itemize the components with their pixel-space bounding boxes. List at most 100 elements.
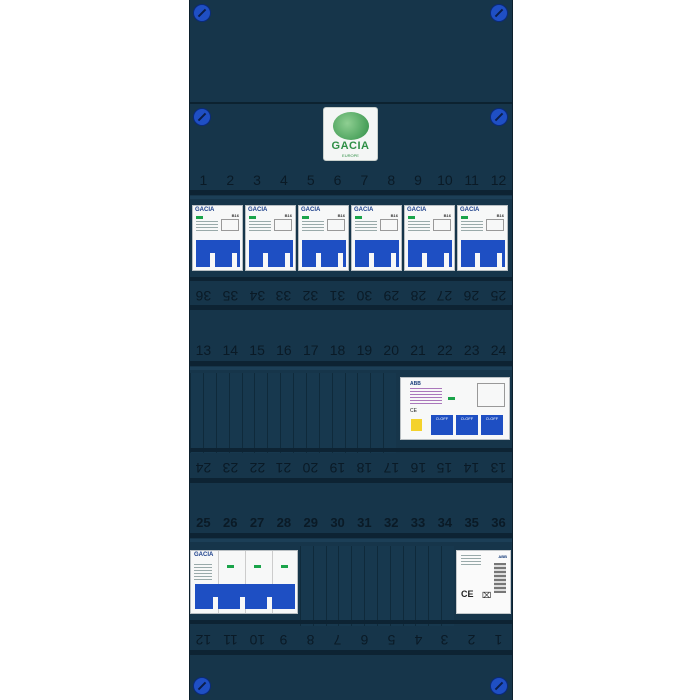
slot-number: 2 bbox=[226, 172, 235, 188]
surge-protector[interactable]: ABB CE ⌧ bbox=[456, 550, 511, 614]
slot-number: 3 bbox=[253, 172, 261, 188]
handle-gap bbox=[497, 253, 502, 267]
slot-number: 15 bbox=[437, 460, 453, 476]
rcd-toggle[interactable]: O-OFF bbox=[431, 415, 453, 435]
handle-gap bbox=[240, 597, 245, 609]
ce-mark: CE bbox=[410, 408, 417, 414]
slot-number: 31 bbox=[329, 288, 346, 304]
status-indicator bbox=[302, 216, 309, 219]
breaker-brand: GACIA bbox=[407, 207, 427, 213]
slot-number: 4 bbox=[280, 172, 288, 188]
rcd-toggle[interactable]: O-OFF bbox=[456, 415, 478, 435]
blank-slots bbox=[300, 546, 454, 626]
slot-number: 7 bbox=[333, 632, 342, 648]
rail-bar bbox=[190, 448, 512, 452]
slot-number: 28 bbox=[410, 288, 426, 304]
slot-number: 9 bbox=[414, 172, 422, 188]
spec-text bbox=[410, 388, 442, 404]
slot-number: 32 bbox=[383, 515, 399, 530]
handle-gap bbox=[232, 253, 237, 267]
breaker-rating: B16 bbox=[337, 213, 345, 218]
status-indicator bbox=[448, 397, 455, 400]
circuit-breaker[interactable]: GACIA B16 bbox=[351, 205, 402, 271]
slot-number: 11 bbox=[464, 172, 479, 188]
terminal-block bbox=[494, 563, 506, 593]
row1-top-numbers: 1 2 3 4 5 6 7 8 9 10 11 12 bbox=[190, 172, 512, 188]
slot-number: 11 bbox=[222, 632, 238, 648]
slot-number: 30 bbox=[330, 515, 345, 530]
slot-number: 17 bbox=[302, 342, 319, 358]
slot-number: 29 bbox=[383, 288, 399, 304]
rail-bar bbox=[190, 277, 512, 281]
rail-bar bbox=[190, 196, 512, 199]
test-button[interactable] bbox=[411, 419, 422, 431]
screw-icon bbox=[490, 108, 508, 126]
residual-current-breaker[interactable]: GACIA bbox=[190, 550, 298, 614]
spec-text bbox=[408, 221, 430, 231]
spec-text bbox=[461, 221, 483, 231]
breaker-rating: B16 bbox=[496, 213, 504, 218]
row3-bottom-numbers: 12 11 10 9 8 7 6 5 4 3 2 1 bbox=[190, 632, 512, 648]
circuit-breaker[interactable]: GACIA B16 bbox=[404, 205, 455, 271]
wiring-diagram-icon bbox=[477, 383, 505, 407]
slot-number: 36 bbox=[195, 288, 212, 304]
slot-number: 21 bbox=[276, 460, 292, 476]
module-divider bbox=[245, 551, 246, 613]
slot-number: 28 bbox=[276, 515, 292, 530]
rcd-brand: ABB bbox=[410, 381, 421, 387]
status-indicator bbox=[196, 216, 203, 219]
toggle-base[interactable] bbox=[195, 584, 295, 609]
slot-number: 2 bbox=[467, 632, 476, 648]
slot-number: 8 bbox=[306, 632, 315, 648]
rail-bar bbox=[190, 190, 512, 195]
handle-gap bbox=[267, 597, 272, 609]
slot-number: 13 bbox=[490, 460, 507, 476]
slot-number: 19 bbox=[329, 460, 346, 476]
circuit-breaker[interactable]: GACIA B16 bbox=[245, 205, 296, 271]
weee-bin-icon: ⌧ bbox=[482, 591, 492, 600]
rail-bar bbox=[190, 533, 512, 538]
slot-number: 33 bbox=[410, 515, 426, 530]
slot-number: 15 bbox=[249, 342, 265, 358]
breaker-rating: B16 bbox=[443, 213, 451, 218]
globe-icon bbox=[333, 112, 369, 140]
slot-number: 25 bbox=[490, 288, 507, 304]
slot-number: 12 bbox=[195, 632, 212, 648]
status-indicator bbox=[249, 216, 256, 219]
screw-icon bbox=[193, 4, 211, 22]
slot-number: 18 bbox=[356, 460, 373, 476]
status-indicator bbox=[355, 216, 362, 219]
slot-number: 29 bbox=[303, 515, 318, 530]
slot-number: 14 bbox=[463, 460, 480, 476]
slot-number: 27 bbox=[249, 515, 265, 530]
breaker-brand: GACIA bbox=[301, 207, 321, 213]
circuit-breaker[interactable]: GACIA B16 bbox=[192, 205, 243, 271]
handle-gap bbox=[369, 253, 374, 267]
wiring-diagram-icon bbox=[380, 219, 398, 231]
slot-number: 23 bbox=[222, 460, 239, 476]
slot-number: 27 bbox=[437, 288, 453, 304]
slot-number: 34 bbox=[249, 288, 265, 304]
circuit-breaker[interactable]: GACIA B16 bbox=[298, 205, 349, 271]
breaker-rating: B16 bbox=[390, 213, 398, 218]
status-indicator bbox=[461, 216, 468, 219]
circuit-breaker[interactable]: GACIA B16 bbox=[457, 205, 508, 271]
slot-number: 14 bbox=[222, 342, 239, 358]
wiring-diagram-icon bbox=[274, 219, 292, 231]
slot-number: 5 bbox=[387, 632, 396, 648]
row3-top-numbers: 25 26 27 28 29 30 31 32 33 34 35 36 bbox=[190, 515, 512, 531]
breaker-brand: GACIA bbox=[194, 552, 214, 558]
screw-icon bbox=[490, 677, 508, 695]
module-brand: ABB bbox=[498, 554, 507, 559]
slot-number: 31 bbox=[357, 515, 372, 530]
slot-number: 12 bbox=[490, 172, 507, 188]
slot-number: 18 bbox=[329, 342, 346, 358]
slot-number: 33 bbox=[276, 288, 292, 304]
status-indicator bbox=[408, 216, 415, 219]
slot-number: 34 bbox=[437, 515, 453, 530]
rcd-toggle[interactable]: O-OFF bbox=[481, 415, 503, 435]
residual-current-device[interactable]: ABB CE O-OFF O-OFF O-OFF bbox=[400, 377, 510, 440]
slot-number: 25 bbox=[196, 515, 211, 530]
slot-number: 30 bbox=[356, 288, 373, 304]
breaker-brand: GACIA bbox=[195, 207, 215, 213]
